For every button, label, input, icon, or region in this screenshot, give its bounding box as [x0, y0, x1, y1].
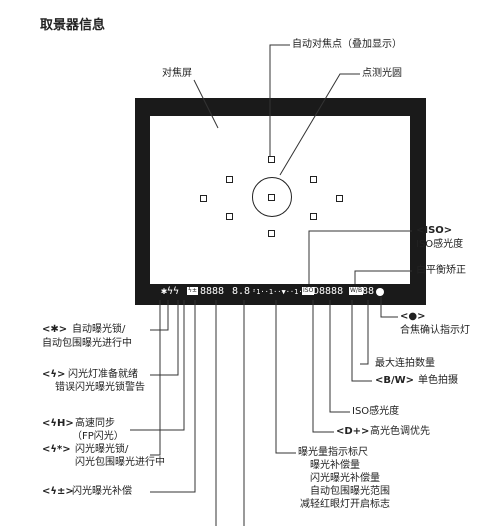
- flash-ready-label: 闪光灯准备就绪: [68, 369, 138, 380]
- high-speed-label: 高速同步: [75, 418, 115, 429]
- high-speed-label-2: （FP闪光）: [72, 431, 124, 442]
- page-title: 取景器信息: [40, 18, 106, 33]
- fel-symbol: <ϟ*>: [42, 444, 71, 455]
- af-point: [310, 176, 317, 183]
- lcd-burst: 88: [362, 286, 375, 297]
- flash-ready-symbol: <ϟ>: [42, 369, 66, 380]
- meter-label-2: 曝光补偿量: [310, 460, 360, 471]
- fel-label-2: 闪光包围曝光进行中: [75, 457, 165, 468]
- lcd-aperture: 8.8: [232, 286, 251, 297]
- ael-symbol: <✱>: [42, 324, 68, 335]
- af-point: [310, 213, 317, 220]
- bw-symbol: <B/W>: [375, 375, 415, 386]
- af-points-label: 自动对焦点（叠加显示）: [292, 39, 402, 50]
- lcd-exposure-scale: ²1··1··▼··1··1²: [252, 288, 316, 296]
- meter-label-1: 曝光量指示标尺: [298, 447, 368, 458]
- fel-label: 闪光曝光锁/: [75, 444, 129, 455]
- fec-icon: ϟ±: [187, 287, 198, 295]
- af-point: [336, 195, 343, 202]
- iso-heading-sub: ISO感光度: [416, 239, 464, 250]
- ael-label: 自动曝光锁/: [72, 324, 126, 335]
- spot-circle-label: 点测光圆: [362, 68, 402, 79]
- af-point: [268, 230, 275, 237]
- max-burst-label: 最大连拍数量: [375, 358, 435, 369]
- dplus-label: 高光色调优先: [370, 426, 430, 437]
- af-point: [226, 176, 233, 183]
- fec-symbol: <ϟ±>: [42, 486, 74, 497]
- iso-heading: <ISO>: [416, 225, 453, 236]
- meter-label-4: 自动包围曝光范围: [310, 486, 390, 497]
- spot-metering-circle: [252, 177, 292, 217]
- lcd-iso-badge: ISO: [302, 287, 315, 295]
- dplus-symbol: <D+>: [336, 426, 370, 437]
- meter-label-5: 减轻红眼灯开启标志: [300, 499, 390, 510]
- lcd-shutter: 8888: [200, 286, 225, 297]
- flash-ready-label-2: 错误闪光曝光锁警告: [55, 382, 145, 393]
- af-point: [226, 213, 233, 220]
- lcd-icons: ✱ϟϟ: [161, 286, 180, 297]
- meter-label-3: 闪光曝光补偿量: [310, 473, 380, 484]
- lcd-wb-badge: W/B: [349, 287, 364, 295]
- confirm-symbol: <●>: [400, 311, 426, 322]
- focusing-screen-label: 对焦屏: [162, 68, 192, 79]
- af-point: [200, 195, 207, 202]
- fec-label: 闪光曝光补偿: [72, 486, 132, 497]
- wb-label: 白平衡矫正: [416, 265, 466, 276]
- focus-confirm-dot: [376, 288, 384, 296]
- confirm-label: 合焦确认指示灯: [400, 325, 470, 336]
- lcd-iso-digits: D8888: [313, 286, 344, 297]
- ael-label-2: 自动包围曝光进行中: [42, 338, 132, 349]
- af-point: [268, 156, 275, 163]
- high-speed-symbol: <ϟH>: [42, 418, 74, 429]
- iso2-label: ISO感光度: [352, 406, 400, 417]
- bw-label: 单色拍摄: [418, 375, 458, 386]
